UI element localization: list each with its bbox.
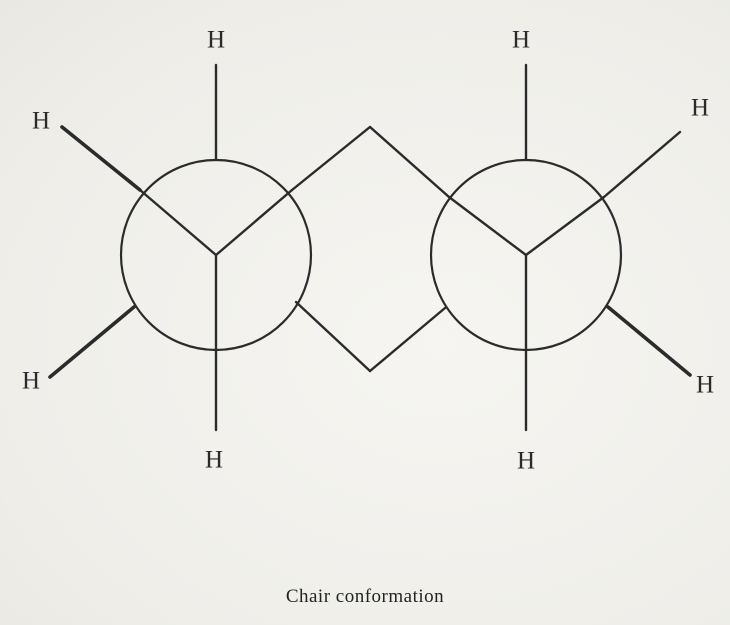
atom-label-h-right-lower-right: H — [696, 372, 714, 399]
left-back-bond-lower-left — [48, 305, 136, 379]
atom-label-h-right-upper-right: H — [691, 95, 709, 122]
ring-bond-top-right — [368, 125, 451, 199]
ring-bond-top-left — [290, 125, 372, 192]
right-front-bond-upper-left — [447, 195, 528, 257]
atom-label-h-right-bottom: H — [517, 448, 535, 475]
atom-label-h-left-lower-left: H — [22, 368, 40, 395]
right-front-bond-to-h-upper-right — [602, 130, 682, 199]
atom-label-h-left-top: H — [207, 27, 225, 54]
diagram-caption: Chair conformation — [285, 586, 445, 607]
atom-label-h-right-top: H — [512, 27, 530, 54]
left-front-bond-to-h-upper-left — [60, 125, 142, 192]
ring-bond-bottom-right — [368, 306, 447, 373]
left-front-bond-upper-left — [138, 188, 218, 257]
ring-bond-bottom-left — [294, 300, 372, 373]
right-back-bond-lower-right — [606, 305, 692, 377]
right-front-bond-upper-right — [524, 195, 606, 257]
atom-label-h-left-upper-left: H — [32, 108, 50, 135]
atom-label-h-left-bottom: H — [205, 447, 223, 474]
left-front-bond-upper-right — [214, 188, 294, 257]
